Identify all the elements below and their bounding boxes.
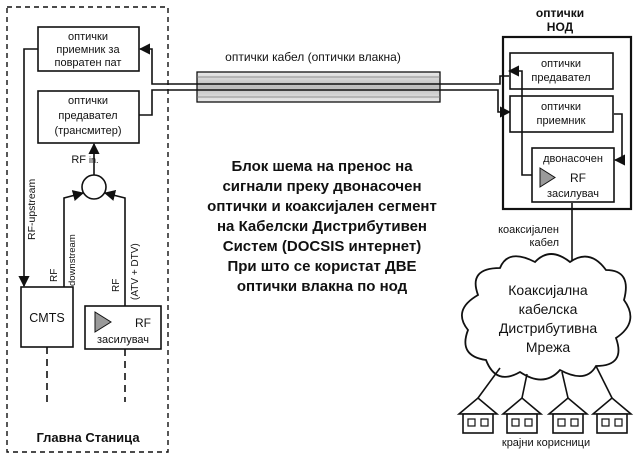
network-line-4: Мрежа — [526, 339, 570, 355]
svg-text:оптички и коаксијален сегмент: оптички и коаксијален сегмент — [207, 198, 437, 215]
headend-border — [6, 6, 169, 453]
svg-text:повратен пат: повратен пат — [55, 57, 122, 69]
rf-upstream-label: RF-upstream — [26, 178, 38, 240]
fiber-forward-path — [139, 89, 512, 118]
node-amp-to-tx-line — [507, 65, 532, 176]
svg-text:приемник за: приемник за — [56, 44, 120, 56]
svg-text:засилувач: засилувач — [547, 188, 599, 200]
svg-text:оптички: оптички — [541, 101, 581, 113]
house-icon — [500, 396, 544, 434]
node-bidirectional-amplifier: двонасочен RF засилувач — [531, 147, 615, 203]
amplifier-triangle-icon — [94, 311, 112, 333]
svg-text:CMTS: CMTS — [29, 311, 64, 325]
svg-text:предавател: предавател — [58, 110, 117, 122]
network-line-1: Коаксијална — [508, 282, 588, 298]
svg-text:оптички: оптички — [68, 95, 108, 107]
node-title-2: НОД — [547, 20, 574, 34]
house-icon — [546, 396, 590, 434]
headend-optical-receiver: оптички приемник за повратен пат — [37, 26, 140, 72]
node-enclosure — [501, 35, 633, 211]
house-icon — [456, 396, 500, 434]
svg-text:оптички влакна по нод: оптички влакна по нод — [237, 278, 408, 295]
svg-text:на Кабелски Дистрибутивен: на Кабелски Дистрибутивен — [217, 218, 427, 235]
optical-node: оптички НОД оптички предавател оптички п… — [501, 6, 633, 211]
rf-atv-label-2: (ATV + DTV) — [130, 243, 141, 300]
svg-text:Систем (DOCSIS интернет): Систем (DOCSIS интернет) — [223, 238, 422, 255]
network-cloud-shape — [461, 253, 632, 381]
rf-downstream-label-2: downstream — [67, 234, 78, 286]
svg-text:приемник: приемник — [537, 115, 586, 127]
svg-text:оптички: оптички — [68, 31, 108, 43]
network-line-2: кабелска — [519, 301, 578, 317]
node-optical-transmitter: оптички предавател — [509, 52, 614, 90]
fiber-return-path — [138, 43, 509, 85]
headend-optical-transmitter: оптички предавател (трансмитер) — [37, 90, 140, 144]
rf-combiner — [81, 174, 107, 200]
amplifier-triangle-icon — [539, 167, 556, 188]
coax-label-2: кабел — [529, 237, 559, 249]
rf-downstream-label-1: RF — [49, 269, 60, 282]
node-optical-receiver: оптички приемник — [509, 95, 614, 133]
svg-text:оптички: оптички — [541, 58, 581, 70]
amp-to-combiner-line — [103, 190, 126, 306]
house-icon — [590, 396, 634, 434]
coax-label-1: коаксијален — [498, 224, 559, 236]
svg-text:RF: RF — [570, 171, 586, 185]
svg-text:сигнали преку двонасочен: сигнали преку двонасочен — [222, 178, 421, 195]
network-line-3: Дистрибутивна — [499, 320, 597, 336]
svg-text:двонасочен: двонасочен — [543, 153, 603, 165]
fiber-optic-cable: оптички кабел (оптички влакна) — [138, 43, 512, 118]
diagram-caption: Блок шема на пренос на сигнали преку дво… — [207, 158, 437, 295]
svg-text:Блок шема на пренос на: Блок шема на пренос на — [231, 158, 413, 175]
svg-text:предавател: предавател — [531, 72, 590, 84]
headend-station: Главна Станица оптички приемник за повра… — [6, 6, 169, 453]
drop-line-1 — [477, 367, 501, 399]
headend-title: Главна Станица — [36, 430, 140, 445]
rf-atv-label-1: RF — [111, 279, 122, 292]
svg-text:При што се користат ДВЕ: При што се користат ДВЕ — [227, 258, 416, 275]
drop-line-3 — [561, 371, 569, 399]
rf-upstream-line — [18, 48, 38, 288]
coax-distribution-network: Коаксијална кабелска Дистрибутивна Мрежа — [461, 253, 632, 381]
node-title-1: оптички — [536, 6, 584, 20]
svg-text:RF: RF — [135, 316, 151, 330]
cmts-downstream-line — [63, 190, 85, 287]
fiber-cable-sheath — [196, 71, 441, 103]
headend-rf-amplifier: RF засилувач — [84, 305, 162, 350]
fiber-cable-label: оптички кабел (оптички влакна) — [225, 50, 401, 64]
drop-line-2 — [521, 373, 528, 399]
svg-text:(трансмитер): (трансмитер) — [54, 125, 121, 137]
svg-text:засилувач: засилувач — [97, 334, 149, 346]
node-rx-to-amp-line — [613, 113, 626, 166]
drop-line-4 — [595, 365, 613, 399]
cmts-box: CMTS — [20, 286, 74, 348]
end-users-label: крајни корисници — [502, 437, 590, 449]
rf-in-label: RF — [71, 154, 86, 166]
